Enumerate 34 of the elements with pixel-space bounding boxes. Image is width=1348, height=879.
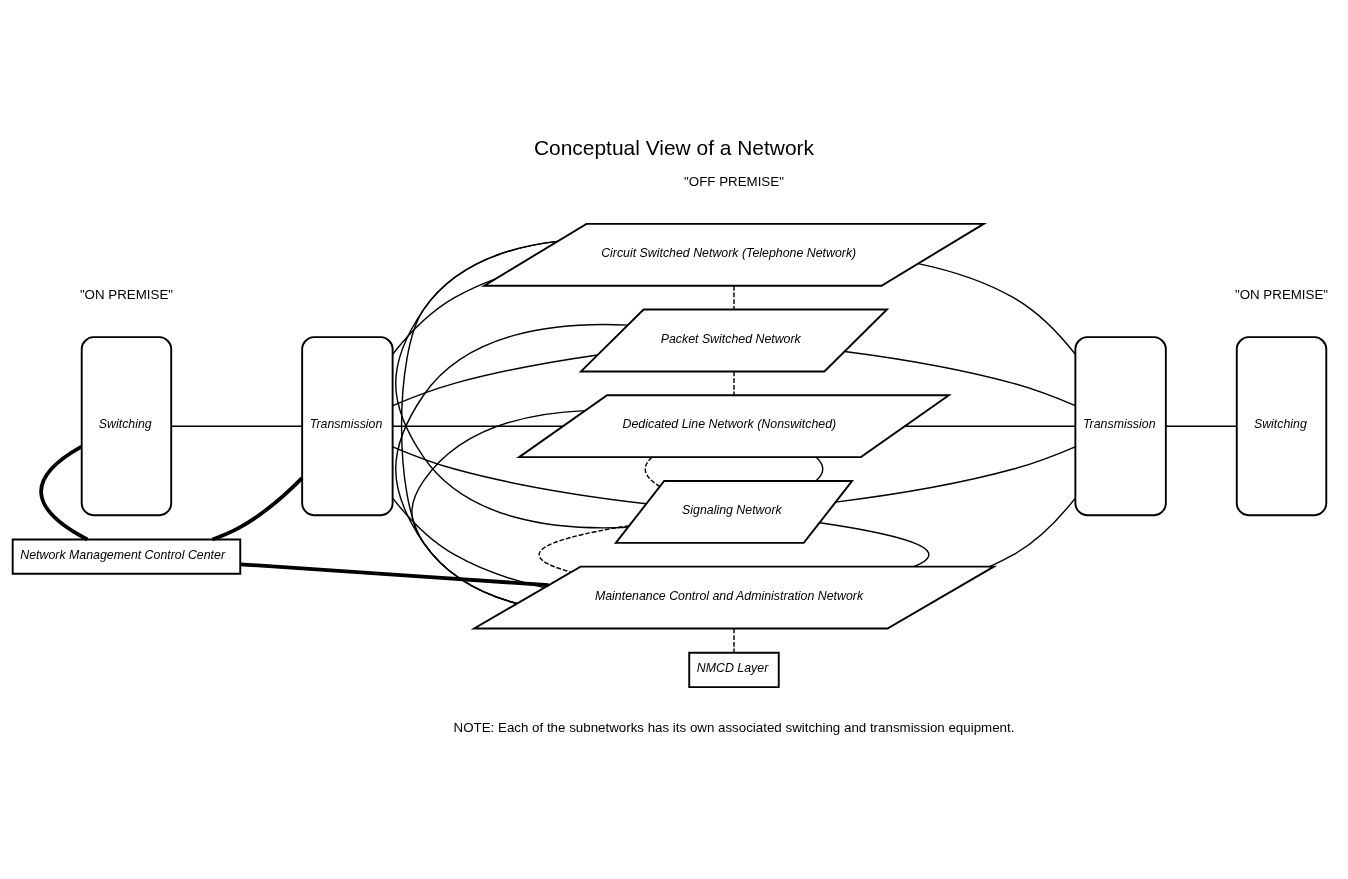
connector [211, 476, 304, 541]
label: NOTE: Each of the subnetworks has its own associated switching and transmission equipment. [453, 719, 1015, 735]
node-box: Transmission [1074, 335, 1167, 516]
node-box: Switching [1235, 335, 1328, 516]
node-box: Switching [80, 335, 173, 516]
connector [904, 424, 1077, 427]
diagram-title: Conceptual View of a Network [533, 135, 815, 159]
connector [240, 561, 549, 587]
connector [988, 497, 1076, 567]
connector [392, 353, 599, 406]
connector [819, 521, 930, 567]
connector [170, 424, 303, 427]
connector [392, 277, 497, 355]
connector [843, 350, 1076, 406]
connector [1165, 424, 1238, 427]
node-box: NMCD Layer [688, 651, 780, 688]
connector [392, 424, 564, 427]
connector [815, 456, 824, 481]
connector [395, 323, 629, 604]
connector [733, 370, 735, 396]
connector [411, 409, 586, 604]
connector [538, 524, 631, 573]
node-box: Network Management Control Center [11, 538, 242, 575]
connector [917, 262, 1076, 355]
connector [733, 284, 735, 310]
connector [733, 627, 735, 653]
connector [835, 445, 1076, 503]
connector [392, 497, 546, 588]
node-box: Transmission [301, 335, 394, 516]
label: "ON PREMISE" [1234, 286, 1329, 302]
connector [644, 456, 661, 487]
connector [392, 445, 648, 504]
label: "OFF PREMISE" [684, 173, 784, 189]
label: "ON PREMISE" [79, 286, 174, 302]
